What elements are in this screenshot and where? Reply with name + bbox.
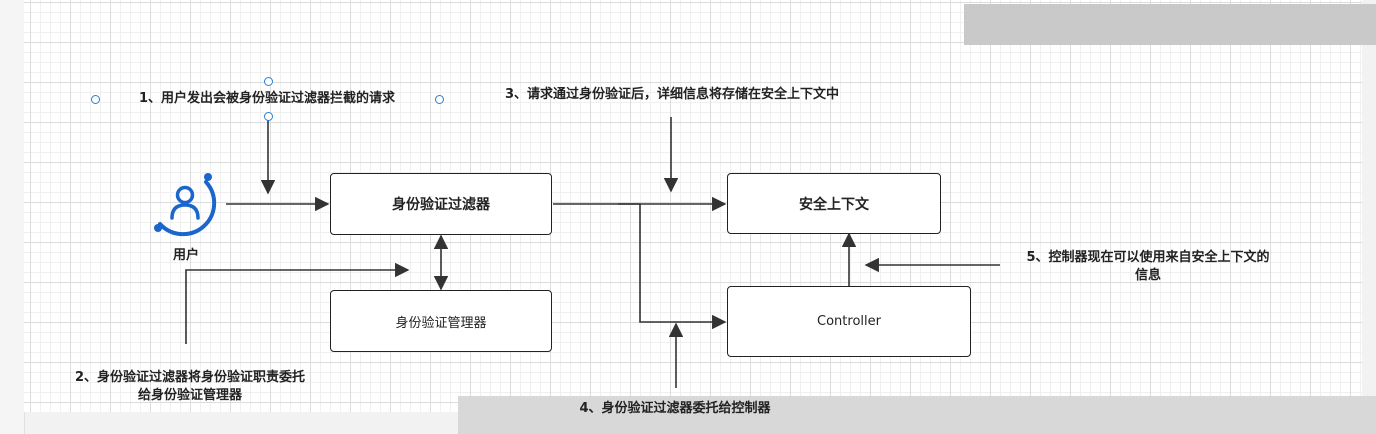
selection-handle-right[interactable] [435,95,444,104]
security-context-box[interactable]: 安全上下文 [727,173,941,234]
arrow-filter-to-controller [618,203,727,330]
step4-label[interactable]: 4、身份验证过滤器委托给控制器 [579,401,771,416]
selection-handle-bottom[interactable] [264,112,273,121]
user-icon-dot-top [204,173,212,181]
step3-label[interactable]: 3、请求通过身份验证后，详细信息将存储在安全上下文中 [504,87,840,102]
selection-handle-left[interactable] [91,95,100,104]
step5-line1: 5、控制器现在可以使用来自安全上下文的 [1026,250,1270,265]
step1-label[interactable]: 1、用户发出会被身份验证过滤器拦截的请求 [138,91,396,106]
auth-manager-label: 身份验证管理器 [395,315,487,331]
selection-handle-top[interactable] [264,77,273,86]
controller-label: Controller [817,314,881,329]
auth-filter-box[interactable]: 身份验证过滤器 [330,173,552,235]
top-right-overlay [964,4,1376,45]
user-label: 用户 [172,248,199,263]
step2-line1: 2、身份验证过滤器将身份验证职责委托 [74,370,306,385]
security-context-label: 安全上下文 [799,196,869,213]
controller-box[interactable]: Controller [727,286,971,357]
auth-filter-label: 身份验证过滤器 [392,197,490,213]
diagram-canvas[interactable] [24,0,1362,412]
step2-line2: 给身份验证管理器 [137,388,242,403]
step2-label[interactable]: 2、身份验证过滤器将身份验证职责委托 给身份验证管理器 [40,369,340,405]
bottom-overlay [458,396,1376,434]
auth-manager-box[interactable]: 身份验证管理器 [330,290,552,352]
step5-label[interactable]: 5、控制器现在可以使用来自安全上下文的 信息 [1000,249,1296,285]
user-icon-dot-bottom [154,224,162,232]
user-icon [158,180,217,237]
arrow-step2 [185,262,410,344]
step5-line2: 信息 [1134,268,1161,283]
